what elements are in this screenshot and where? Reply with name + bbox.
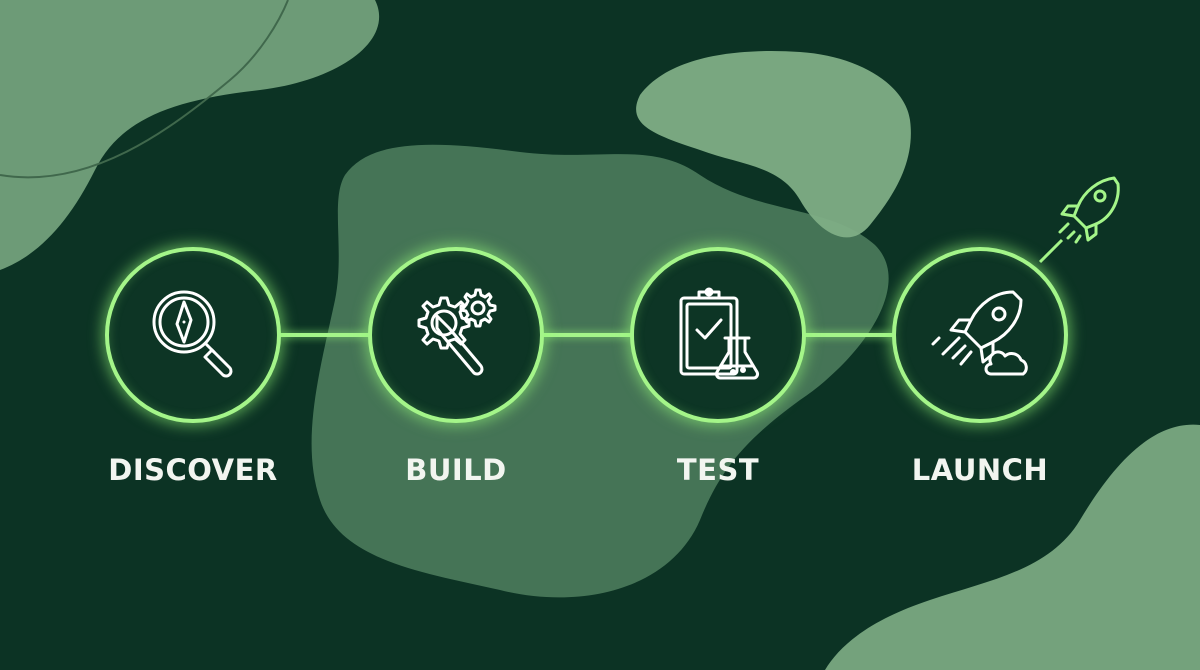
step-node-launch bbox=[892, 247, 1068, 423]
step-node-build bbox=[368, 247, 544, 423]
blob-bottom-right bbox=[825, 424, 1200, 670]
connector-test-launch bbox=[805, 333, 895, 337]
blob-top-left-line bbox=[0, 0, 289, 179]
step-label-build: BUILD bbox=[405, 453, 507, 487]
step-node-test bbox=[630, 247, 806, 423]
step-label-launch: LAUNCH bbox=[911, 453, 1049, 487]
rocket-cloud-icon bbox=[931, 290, 1028, 376]
step-node-discover bbox=[105, 247, 281, 423]
step-label-test: TEST bbox=[676, 453, 760, 487]
gears-wrench-icon bbox=[417, 288, 497, 376]
blob-top-center bbox=[636, 51, 911, 238]
connector-build-test bbox=[543, 333, 633, 337]
rocket-icon bbox=[1058, 176, 1120, 244]
blob-top-left bbox=[0, 0, 380, 270]
connector-discover-build bbox=[280, 333, 370, 337]
clipboard-flask-icon bbox=[679, 287, 760, 380]
step-label-discover: DISCOVER bbox=[108, 453, 278, 487]
magnifier-compass-icon bbox=[152, 290, 233, 378]
